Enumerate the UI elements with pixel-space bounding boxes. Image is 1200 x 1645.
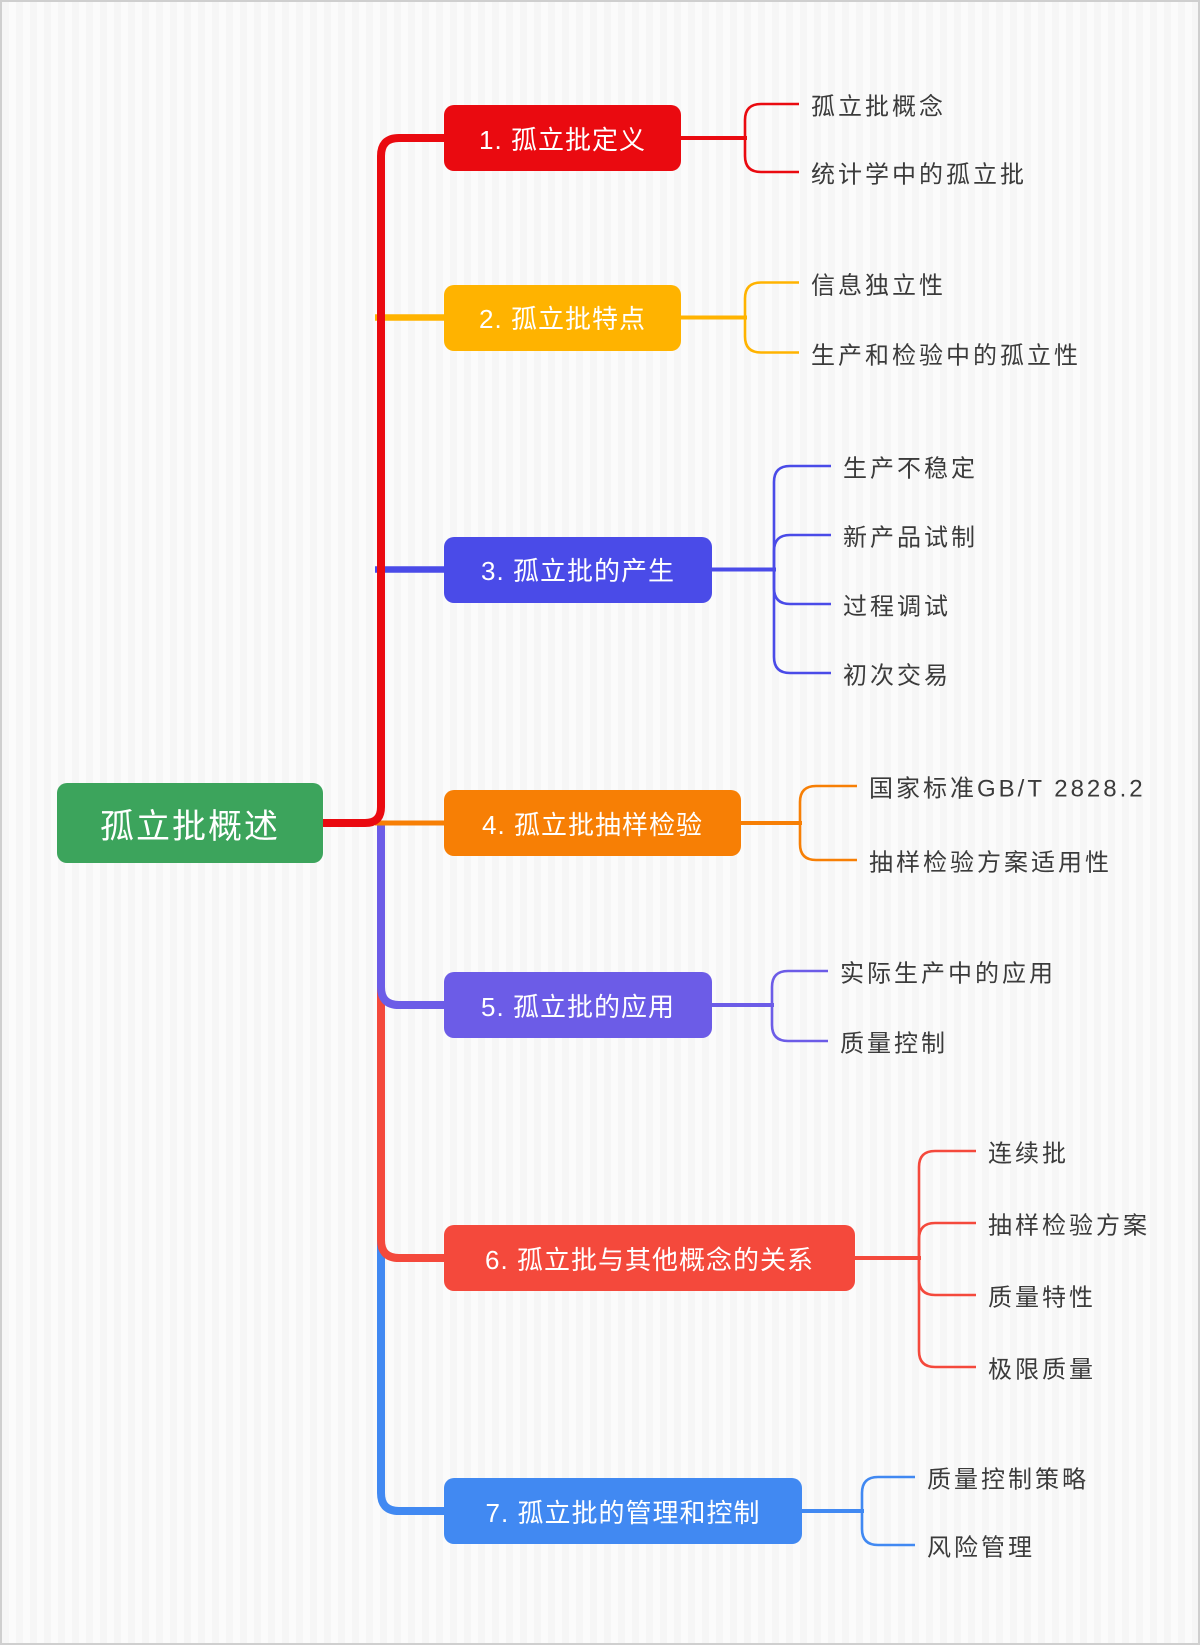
connector-line: [743, 281, 799, 318]
child-topic[interactable]: 连续批: [988, 1140, 1069, 1168]
connector-line: [917, 1149, 976, 1258]
child-topic[interactable]: 质量控制: [840, 1030, 948, 1058]
connector-line: [772, 569, 831, 606]
connector-line: [743, 138, 799, 174]
connector-line: [860, 1511, 915, 1547]
child-topic[interactable]: 极限质量: [988, 1356, 1096, 1384]
connector-line: [772, 569, 831, 675]
child-topic[interactable]: 信息独立性: [811, 272, 946, 299]
child-topic[interactable]: 生产和检验中的孤立性: [811, 342, 1081, 369]
connector-line: [917, 1258, 976, 1369]
root-node[interactable]: 孤立批概述: [57, 783, 323, 863]
child-topic[interactable]: 国家标准GB/T 2828.2: [869, 775, 1146, 803]
connector-line: [772, 533, 831, 570]
connector-line: [770, 1005, 828, 1043]
child-topic[interactable]: 初次交易: [843, 662, 951, 690]
child-topic[interactable]: 新产品试制: [843, 524, 978, 552]
branch-node-4[interactable]: 4. 孤立批抽样检验: [444, 790, 741, 856]
child-topic[interactable]: 质量控制策略: [927, 1466, 1089, 1494]
branch-node-5[interactable]: 5. 孤立批的应用: [444, 972, 712, 1038]
connector-line: [743, 317, 799, 354]
branch-node-2[interactable]: 2. 孤立批特点: [444, 284, 681, 351]
branch-node-7[interactable]: 7. 孤立批的管理和控制: [444, 1478, 802, 1544]
connector-line: [377, 825, 445, 1009]
child-topic[interactable]: 生产不稳定: [843, 455, 978, 483]
connector-line: [770, 969, 828, 1005]
child-topic[interactable]: 孤立批概念: [811, 93, 946, 121]
child-topic[interactable]: 抽样检验方案适用性: [869, 849, 1112, 877]
branch-node-1[interactable]: 1. 孤立批定义: [444, 105, 681, 171]
child-topic[interactable]: 实际生产中的应用: [840, 960, 1056, 988]
child-topic[interactable]: 过程调试: [843, 593, 951, 621]
connector-line: [743, 102, 799, 138]
branch-node-3[interactable]: 3. 孤立批的产生: [444, 536, 712, 603]
connector-line: [917, 1221, 976, 1258]
child-topic[interactable]: 抽样检验方案: [988, 1212, 1150, 1240]
child-topic[interactable]: 统计学中的孤立批: [811, 161, 1027, 189]
child-topic[interactable]: 质量特性: [988, 1284, 1096, 1312]
connector-line: [860, 1475, 915, 1511]
connector-line: [798, 823, 857, 862]
branch-node-6[interactable]: 6. 孤立批与其他概念的关系: [444, 1225, 855, 1291]
connector-line: [917, 1258, 976, 1297]
connector-line: [377, 982, 445, 1262]
child-topic[interactable]: 风险管理: [927, 1534, 1035, 1562]
connector-line: [377, 1232, 445, 1515]
connector-line: [323, 134, 445, 827]
connector-line: [772, 464, 831, 570]
connector-line: [798, 784, 857, 823]
